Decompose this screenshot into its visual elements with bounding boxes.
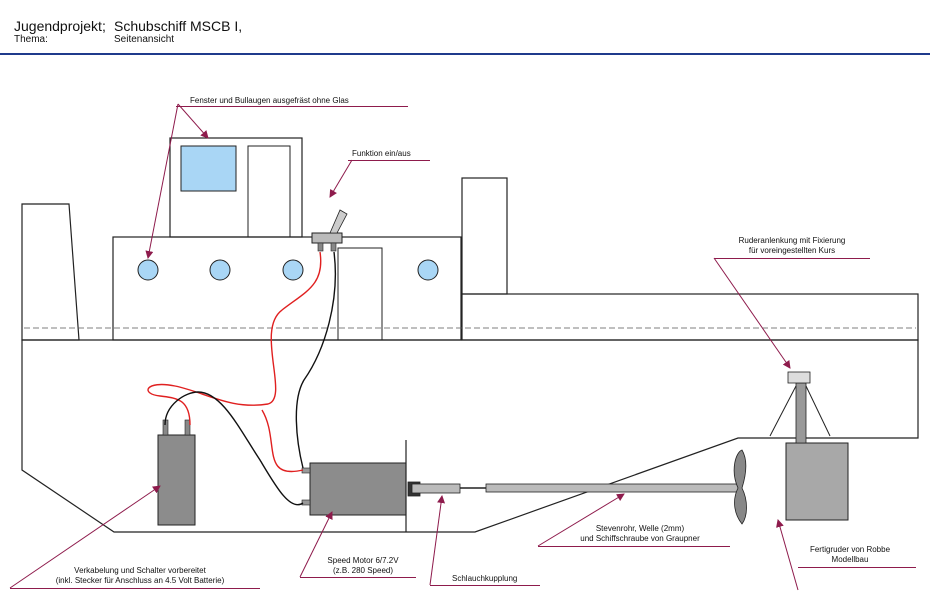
label-underline: [10, 588, 260, 589]
leader-stern-tube: [537, 493, 625, 547]
label-rudder-linkage: Ruderanlenkung mit Fixierung für voreing…: [704, 236, 880, 256]
leader-windows: [145, 103, 179, 259]
bow-bulwark: [21, 203, 80, 341]
thema-label: Thema:: [14, 34, 48, 45]
label-coupling: Schlauchkupplung: [452, 574, 518, 583]
wheelhouse: [169, 137, 303, 238]
label-rudder-linkage-line1: Ruderanlenkung mit Fixierung: [738, 236, 846, 245]
porthole: [137, 259, 159, 281]
label-underline: [348, 160, 430, 161]
label-rudder-linkage-line2: für voreingestellten Kurs: [748, 246, 836, 255]
battery-box: [157, 434, 196, 526]
wheelhouse-window: [180, 145, 237, 192]
stern-tube: [485, 483, 739, 493]
leader-switch: [329, 159, 353, 198]
wheelhouse-door: [247, 145, 291, 238]
label-motor: Speed Motor 6/7.2V (z.B. 280 Speed): [308, 556, 418, 576]
label-wiring-line1: Verkabelung und Schalter vorbereitet: [74, 566, 206, 575]
deckhouse-door: [337, 247, 383, 341]
leader-rudder: [776, 519, 799, 591]
hull: [21, 339, 919, 533]
motor: [309, 462, 407, 516]
boat-side-view-diagram: [9, 103, 919, 591]
propeller: [733, 449, 747, 525]
label-underline: [798, 567, 916, 568]
leader-coupling: [429, 495, 446, 586]
label-rudder-line2: Modellbau: [831, 555, 869, 564]
rudder-brace: [805, 385, 831, 437]
label-stern-tube-line1: Stevenrohr, Welle (2mm): [595, 524, 685, 533]
leader-wiring: [9, 485, 161, 589]
label-underline: [430, 585, 540, 586]
motor-terminal: [301, 499, 311, 506]
porthole: [417, 259, 439, 281]
wire-black: [164, 251, 337, 506]
switch-terminal: [317, 242, 324, 252]
label-rudder: Fertigruder von Robbe Modellbau: [800, 545, 900, 565]
label-underline: [714, 258, 870, 259]
wire-red: [147, 251, 322, 473]
label-wiring-line2: (inkl. Stecker für Anschluss an 4.5 Volt…: [55, 576, 225, 585]
thema-value: Seitenansicht: [114, 34, 175, 45]
label-stern-tube-line2: und Schiffschraube von Graupner: [580, 534, 700, 543]
document-header: Jugendprojekt; Schubschiff MSCB I, Thema…: [0, 0, 934, 56]
porthole: [282, 259, 304, 281]
label-motor-line2: (z.B. 280 Speed): [332, 566, 394, 575]
coupling-hose: [411, 483, 461, 494]
leader-motor: [299, 511, 333, 578]
label-motor-line1: Speed Motor 6/7.2V: [327, 556, 399, 565]
label-rudder-line1: Fertigruder von Robbe: [809, 545, 891, 554]
switch-terminal: [330, 242, 337, 252]
label-underline: [176, 106, 408, 107]
rudder-post: [795, 382, 807, 444]
rudder-blade: [785, 442, 849, 521]
leader-rudder-linkage: [713, 257, 791, 369]
switch-body: [311, 232, 343, 244]
rudder-brace: [769, 385, 797, 437]
project-title: Schubschiff MSCB I,: [114, 18, 243, 34]
deckhouse: [112, 236, 462, 341]
project-label: Jugendprojekt;: [14, 18, 106, 34]
label-windows: Fenster und Bullaugen ausgefräst ohne Gl…: [190, 96, 349, 105]
motor-terminal: [301, 467, 311, 474]
aft-deck: [461, 293, 919, 341]
battery-terminal: [184, 419, 191, 436]
switch-lever: [329, 209, 348, 234]
porthole: [209, 259, 231, 281]
label-underline: [300, 577, 416, 578]
label-underline: [538, 546, 730, 547]
header-rule: [0, 53, 930, 55]
rudder-linkage-block: [787, 371, 811, 384]
push-tower: [461, 177, 508, 295]
leader-windows: [177, 103, 209, 139]
label-stern-tube: Stevenrohr, Welle (2mm) und Schiffschrau…: [552, 524, 728, 544]
label-switch: Funktion ein/aus: [352, 149, 411, 158]
label-wiring: Verkabelung und Schalter vorbereitet (in…: [20, 566, 260, 586]
